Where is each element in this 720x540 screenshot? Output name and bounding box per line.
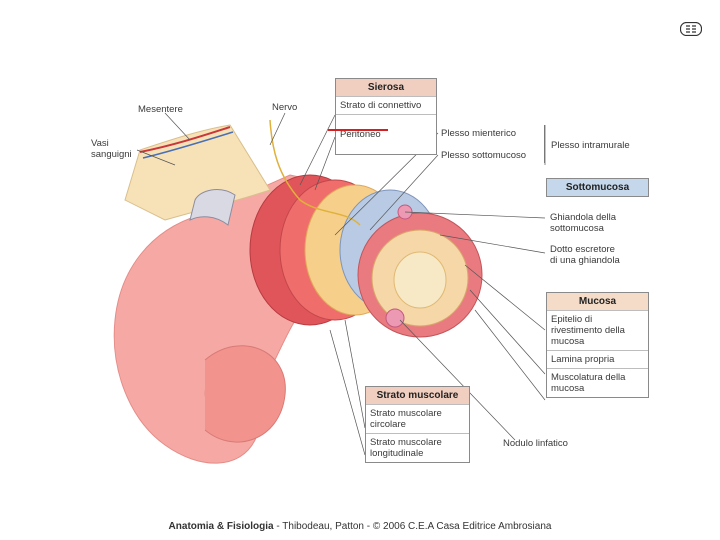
muscolare-item: Strato muscolare longitudinale [366,433,469,462]
label-mesentere: Mesentere [138,104,183,115]
label-vasi-sanguigni: Vasi sanguigni [91,138,132,160]
box-mucosa: Mucosa Epitelio di rivestimento della mu… [546,292,649,398]
leader-lines [136,112,546,456]
mucosa-item: Muscolatura della mucosa [547,368,648,397]
label-nervo: Nervo [272,102,298,113]
mucosa-title: Mucosa [547,293,648,310]
sierosa-title: Sierosa [336,79,436,96]
sierosa-item: Peritoneo [328,114,436,154]
box-strato-muscolare: Strato muscolare Strato muscolare circol… [365,386,470,463]
box-sierosa: Sierosa Strato di connettivo Peritoneo [328,78,437,155]
label-plesso-intramurale: Plesso intramurale [551,140,630,151]
intestine-curl [204,345,286,443]
sierosa-item: Strato di connettivo [336,96,436,114]
mucosa-item: Lamina propria [547,350,648,368]
lymph-nodule [385,308,405,328]
label-dotto-escretore: Dotto escretore di una ghiandola [550,244,620,266]
lumen [393,251,447,309]
serosa-roll [189,189,236,226]
mucosa-item: Epitelio di rivestimento della mucosa [547,310,648,350]
label-plesso-mienterico: Plesso mienterico [441,128,516,139]
sottomucosa-title: Sottomucosa [547,179,648,196]
muscolare-item: Strato muscolare circolare [366,404,469,433]
muscolare-title: Strato muscolare [366,387,469,404]
nerve-branch [269,119,361,226]
label-plesso-sottomucoso: Plesso sottomucoso [441,150,527,161]
caption: Anatomia & Fisiologia - Thibodeau, Patto… [0,521,720,532]
caption-rest: - Thibodeau, Patton - © 2006 C.E.A Casa … [273,521,552,532]
intramural-bracket [540,125,545,163]
box-sottomucosa: Sottomucosa [546,178,649,197]
label-ghiandola: Ghiandola della sottomucosa [550,212,617,234]
label-nodulo-linfatico: Nodulo linfatico [503,438,568,449]
sierosa-item-label: Peritoneo [340,129,381,140]
peritoneo-underline [328,129,388,131]
mesentery-vessel-2 [142,131,234,159]
publisher-logo [680,22,702,36]
caption-bold: Anatomia & Fisiologia [168,521,274,532]
mesentery-vessel [139,126,231,153]
